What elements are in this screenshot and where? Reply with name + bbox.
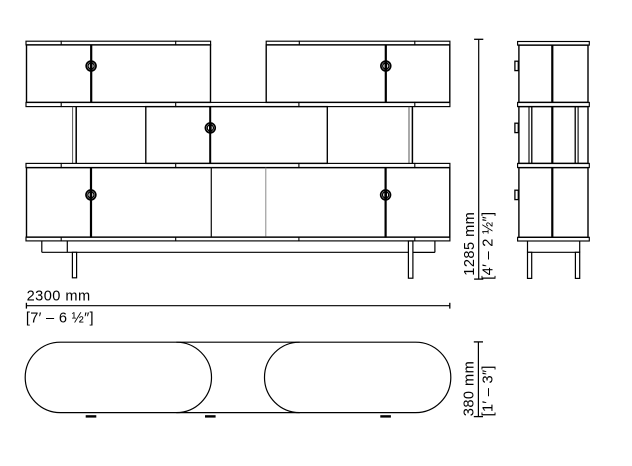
side-bottom-board: [517, 236, 590, 242]
plan-left-cabinet-end-arc: [176, 341, 213, 414]
dimension-width: 2300 mm [7′ – 6 ½″]: [25, 289, 451, 326]
side-base: [526, 241, 581, 280]
side-knob: [514, 60, 519, 72]
knob: [380, 60, 392, 72]
plan-right-cabinet-end-arc: [263, 341, 300, 414]
front-leg-right: [407, 240, 414, 279]
side-leg-left: [526, 251, 533, 280]
side-leg-right: [574, 251, 581, 280]
dimension-height: 1285 mm [4′ – 2 ½″]: [462, 38, 496, 280]
front-leg-left: [71, 251, 78, 279]
dim-height-metric: 1285 mm: [462, 212, 478, 276]
knob: [204, 122, 217, 134]
dimension-depth: 380 mm [1′ – 3″]: [462, 341, 496, 418]
side-bottom-cabinet: [518, 166, 589, 239]
front-bottom-board: [25, 236, 451, 242]
side-knob: [514, 122, 519, 134]
plan-knob-mark: [380, 415, 391, 418]
dim-height-imperial: [4′ – 2 ½″]: [480, 212, 496, 280]
side-top-cabinet: [518, 44, 589, 104]
dim-width-imperial: [7′ – 6 ½″]: [26, 310, 94, 326]
plan-knob-mark: [85, 415, 97, 418]
front-elevation: [25, 40, 451, 279]
knob: [85, 60, 97, 72]
front-knobs: [85, 60, 392, 201]
side-knob: [514, 189, 519, 201]
front-top-cabinet-left: [25, 44, 212, 104]
plan-outline: [24, 341, 452, 414]
plan-knob-mark: [205, 415, 216, 418]
side-elevation: [514, 40, 590, 280]
front-top-cabinet-right: [265, 44, 451, 104]
dim-depth-metric: 380 mm: [462, 361, 478, 416]
front-middle-cabinet: [145, 105, 328, 165]
dim-width-metric: 2300 mm: [27, 289, 91, 305]
knob: [85, 189, 97, 201]
side-knobs: [514, 60, 519, 201]
front-base: [41, 240, 436, 279]
knob: [379, 189, 392, 201]
plan-view: [24, 341, 452, 418]
dim-depth-imperial: [1′ – 3″]: [480, 365, 496, 416]
